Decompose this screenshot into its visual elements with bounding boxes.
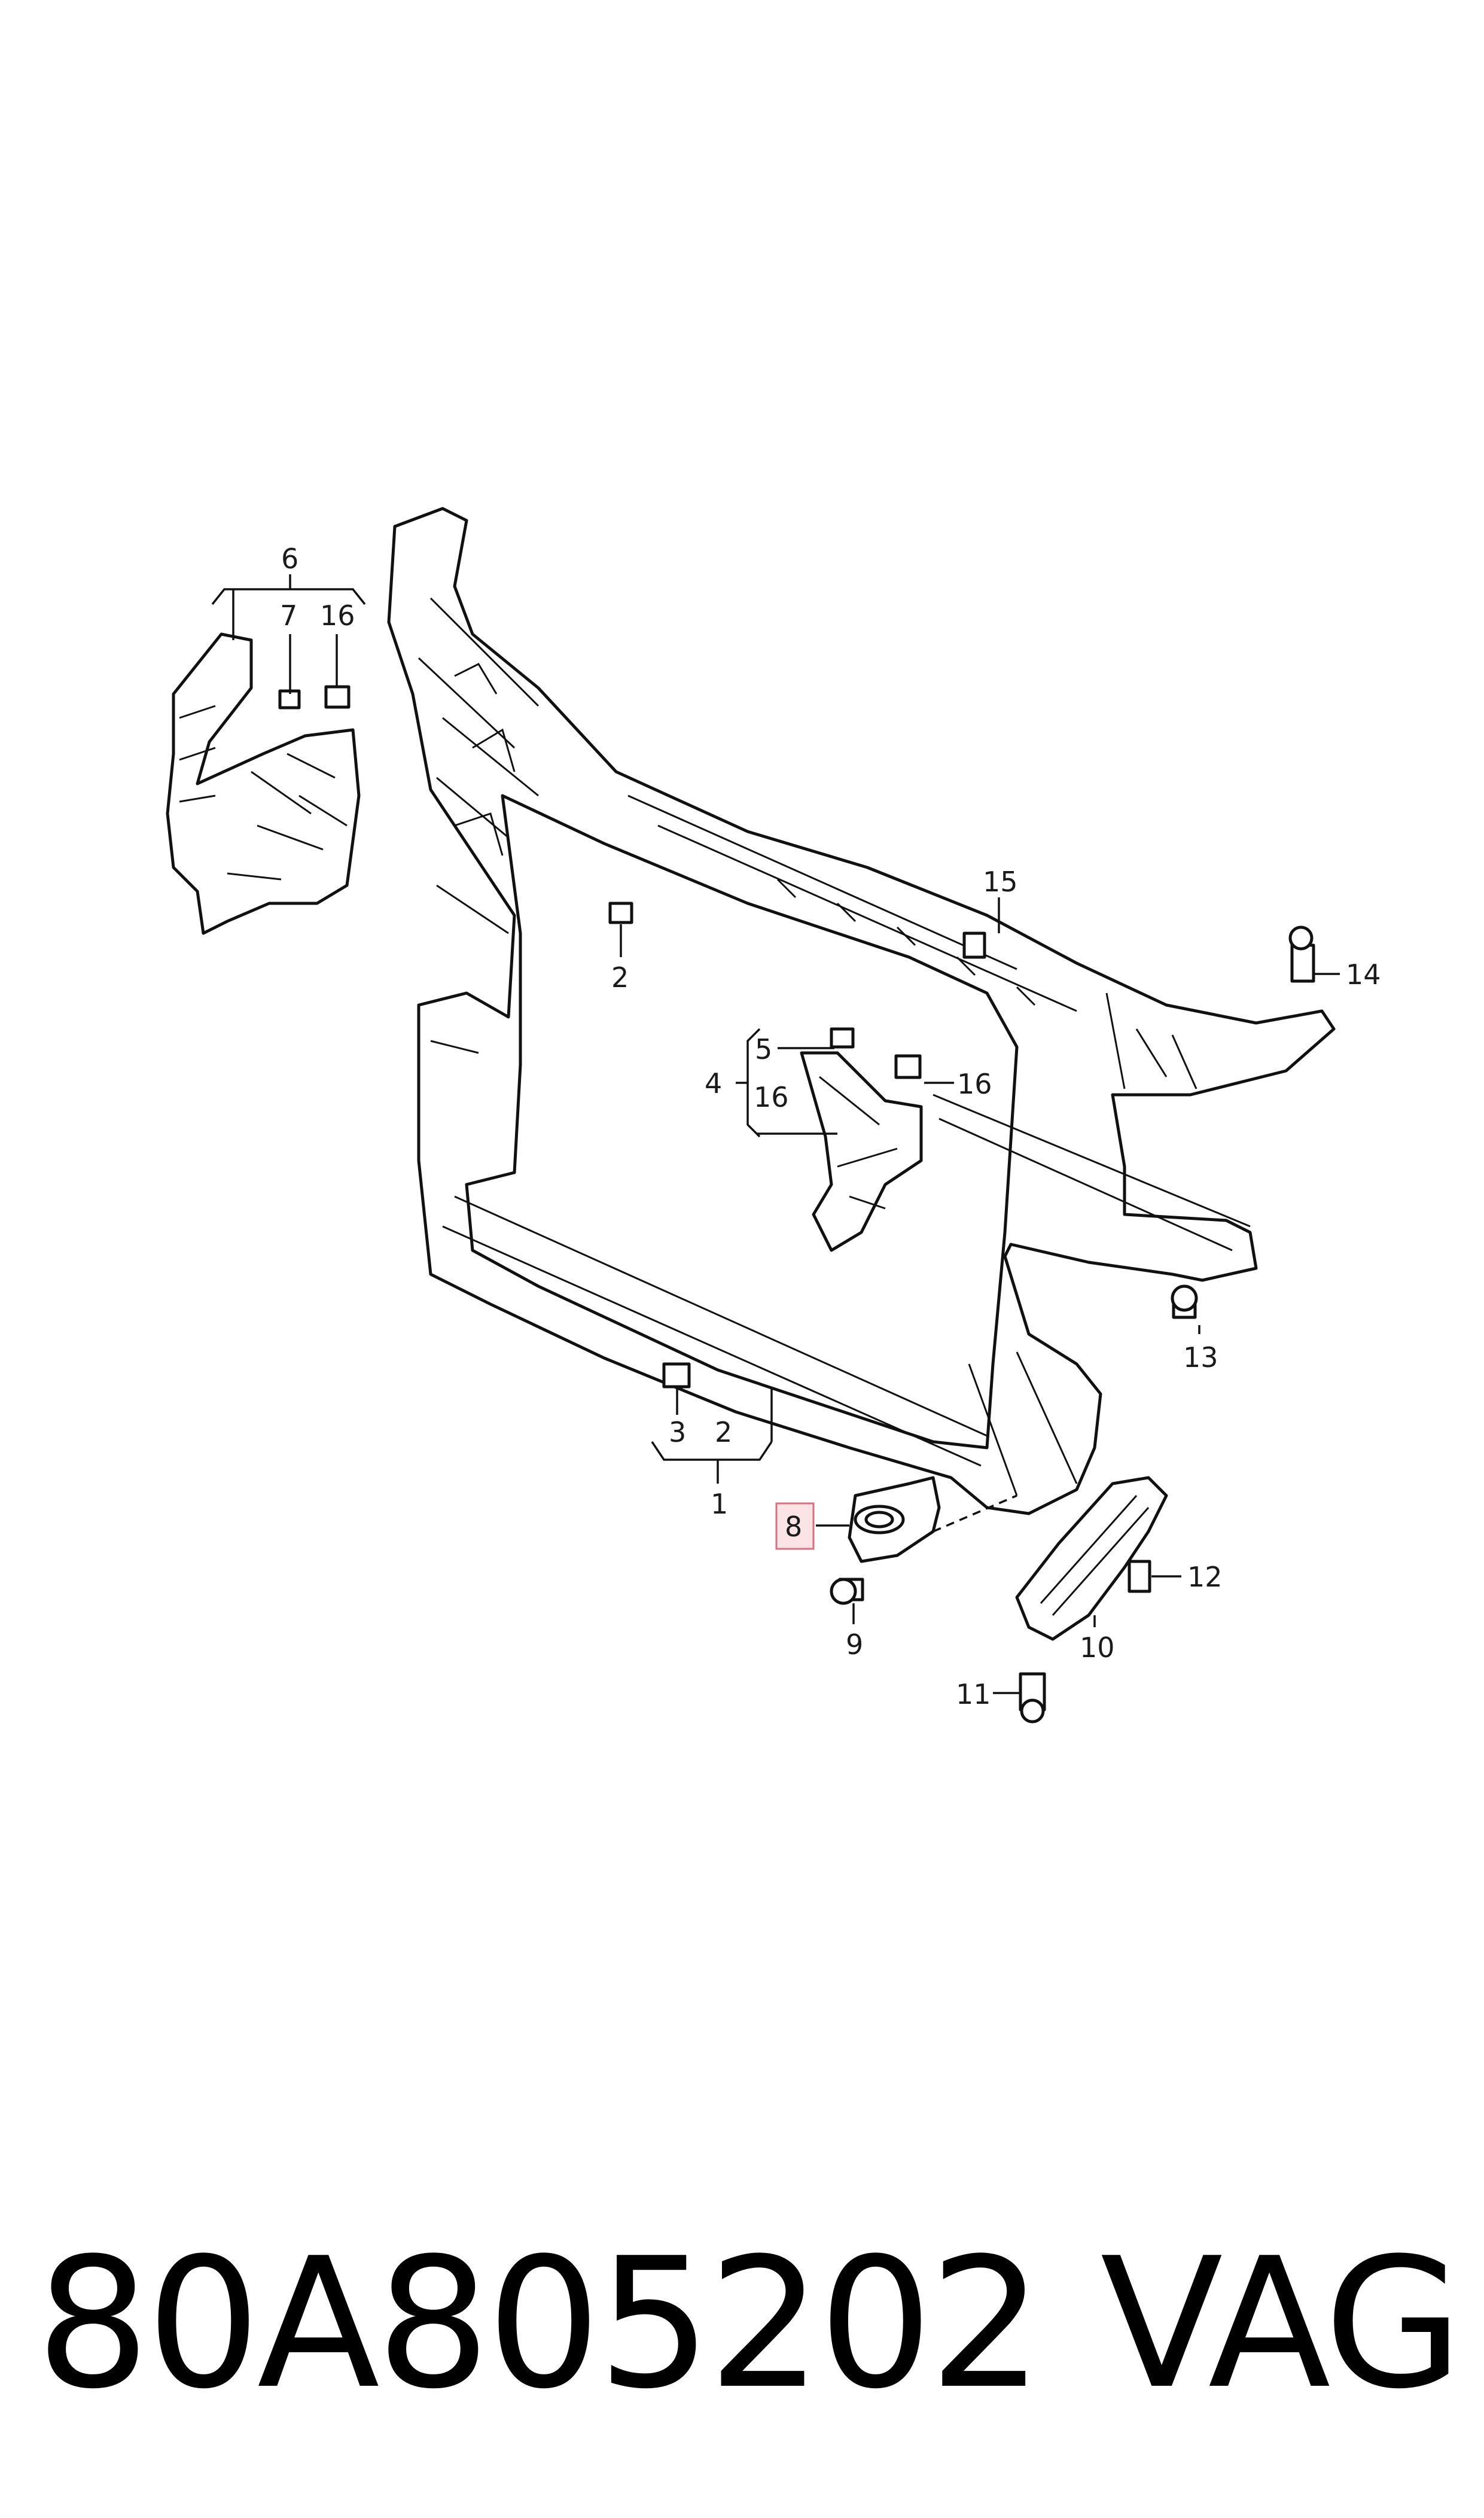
callout-4: 4 [705, 1067, 722, 1100]
callout-1: 1 [711, 1488, 728, 1520]
callout-16-right: 16 [957, 1068, 992, 1100]
callout-9: 9 [846, 1628, 863, 1661]
part-number: 80A805202 [36, 2219, 1043, 2428]
callout-6: 6 [281, 543, 298, 575]
brand-name: VAG [1100, 2219, 1463, 2428]
fasteners-drawing [278, 685, 1315, 1724]
callout-15: 15 [983, 866, 1018, 898]
callout-16-left: 16 [320, 599, 355, 632]
callout-5: 5 [755, 1033, 772, 1065]
callout-8: 8 [785, 1511, 802, 1543]
callout-labels: 6 7 16 2 15 14 5 4 16 16 13 3 2 1 8 9 12… [280, 543, 1381, 1710]
lock-carrier-drawing [387, 507, 1336, 1515]
trim-panel-10-drawing [1015, 1476, 1168, 1641]
leader-lines [211, 574, 1340, 1694]
callout-10: 10 [1080, 1631, 1115, 1664]
side-bracket-left-drawing [166, 632, 361, 935]
callout-14: 14 [1346, 958, 1381, 991]
callout-12: 12 [1187, 1561, 1223, 1593]
highlight-box-8 [775, 1502, 815, 1550]
callout-2-lower: 2 [715, 1416, 732, 1448]
footer-caption: 80A805202 VAG [36, 2219, 1463, 2428]
callout-3: 3 [669, 1416, 686, 1448]
callout-7: 7 [280, 599, 297, 632]
callout-16-middle: 16 [754, 1081, 789, 1113]
callout-11: 11 [956, 1678, 991, 1710]
callout-2-upper: 2 [611, 961, 629, 994]
callout-13: 13 [1183, 1341, 1218, 1374]
bracket-8-drawing [848, 1476, 941, 1563]
